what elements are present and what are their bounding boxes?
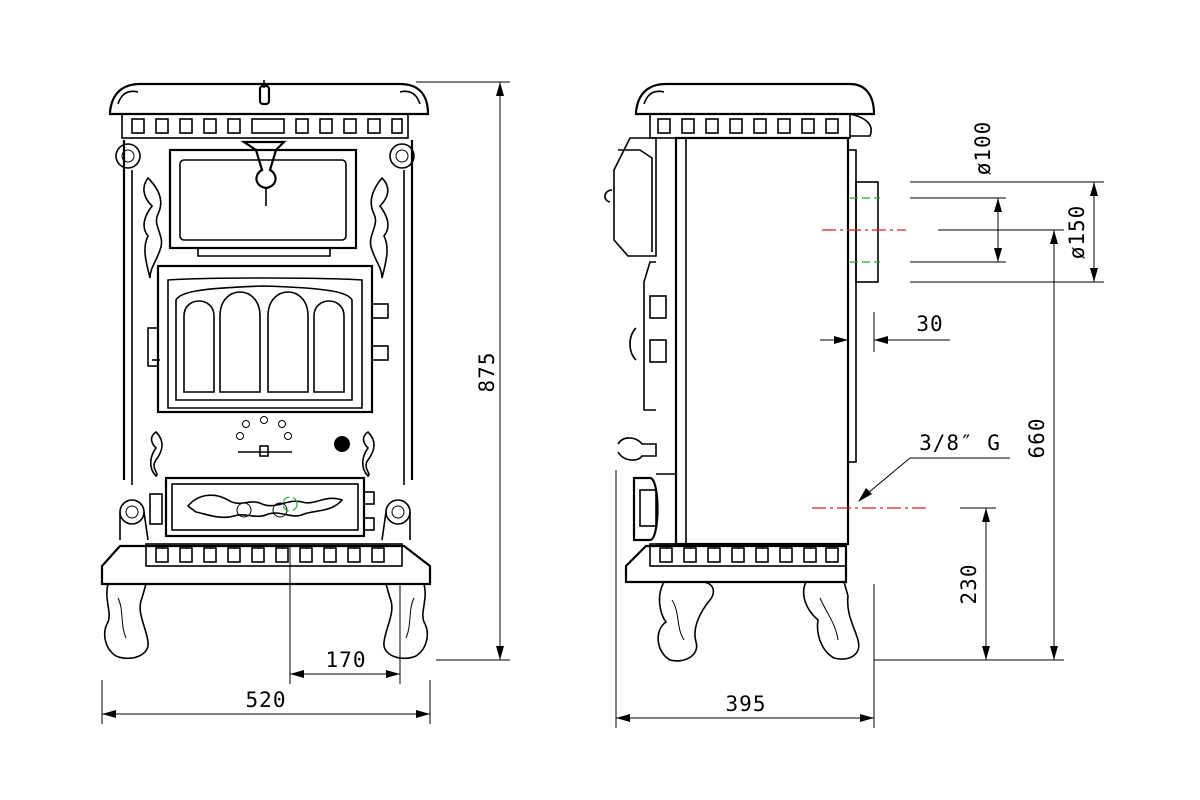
front-ash-drawer — [149, 476, 375, 538]
side-legs — [657, 581, 860, 662]
side-top-crown — [634, 82, 876, 139]
front-fire-door — [147, 264, 389, 414]
dim-front-width: 520 — [246, 688, 287, 712]
front-base — [100, 543, 432, 586]
dim-side-depth: 395 — [726, 692, 767, 716]
side-view — [604, 82, 880, 662]
front-view — [100, 80, 432, 660]
dim-flue-outer-diameter: ø150 — [1065, 205, 1089, 260]
front-upper-window — [168, 140, 358, 257]
dim-flue-offset: 30 — [916, 312, 943, 336]
front-dimensions: 875 170 520 — [101, 81, 510, 724]
dim-height-total: 875 — [475, 352, 499, 393]
side-body — [674, 136, 880, 546]
front-legs — [103, 583, 429, 660]
front-body-frame — [115, 140, 415, 541]
front-top-crown — [108, 80, 430, 139]
front-air-control — [236, 416, 350, 457]
dim-flue-inner-diameter: ø100 — [971, 121, 995, 176]
dim-flue-center-height: 660 — [1025, 418, 1049, 459]
dim-water-connection: 3/8″ G — [919, 431, 1001, 455]
side-base — [624, 543, 848, 584]
dim-leg-spacing: 170 — [326, 648, 367, 672]
dim-water-connection-height: 230 — [957, 564, 981, 605]
side-dimensions: ø150 ø100 660 230 30 3/8″ G — [615, 121, 1104, 728]
side-front-profile — [604, 137, 676, 545]
